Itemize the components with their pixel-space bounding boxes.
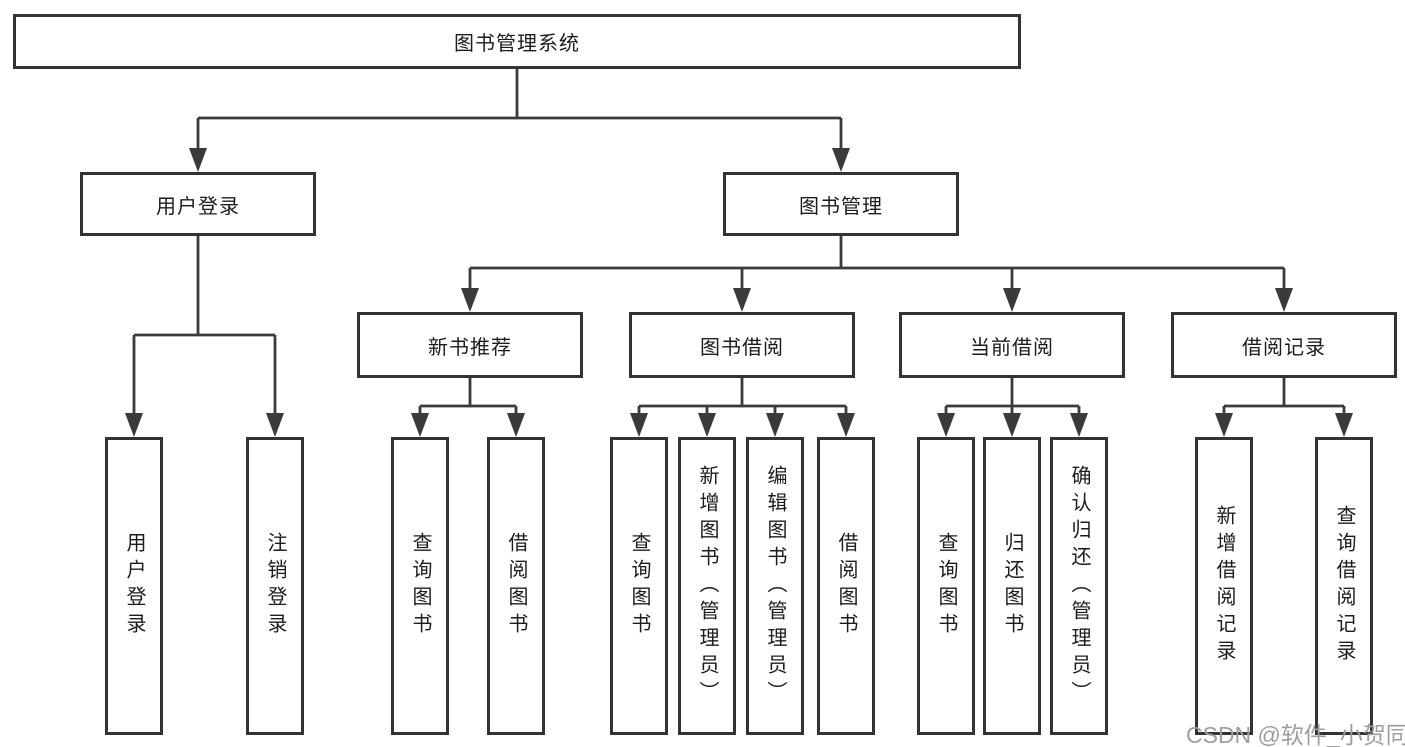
node-book-management: 图书管理 xyxy=(723,172,959,236)
node-new-book-recommend-label: 新书推荐 xyxy=(428,336,512,359)
node-user-login-label: 用户登录 xyxy=(156,195,240,218)
leaf-return-book-label: 归还图书 xyxy=(1001,532,1023,640)
leaf-return-book: 归还图书 xyxy=(983,437,1041,735)
leaf-query-books-2: 查询图书 xyxy=(610,437,668,735)
node-book-borrow-label: 图书借阅 xyxy=(700,336,784,359)
leaf-user-login-label: 用户登录 xyxy=(123,532,145,640)
csdn-watermark: CSDN @软件_小贺同学 xyxy=(1186,722,1405,747)
leaf-confirm-return-admin: 确认归还（管理员） xyxy=(1050,437,1108,735)
node-borrow-records-label: 借阅记录 xyxy=(1242,336,1326,359)
leaf-borrow-books-1-label: 借阅图书 xyxy=(505,532,527,640)
node-book-management-label: 图书管理 xyxy=(799,195,883,218)
leaf-logout: 注销登录 xyxy=(246,437,304,735)
leaf-add-book-admin-label: 新增图书（管理员） xyxy=(696,464,718,708)
leaf-query-books-3: 查询图书 xyxy=(917,437,975,735)
node-user-login: 用户登录 xyxy=(80,172,316,236)
node-library-system-label: 图书管理系统 xyxy=(454,33,580,55)
leaf-borrow-books-1: 借阅图书 xyxy=(487,437,545,735)
leaf-logout-label: 注销登录 xyxy=(264,532,286,640)
leaf-edit-book-admin: 编辑图书（管理员） xyxy=(746,437,804,735)
leaf-query-books-1: 查询图书 xyxy=(391,437,449,735)
leaf-query-books-1-label: 查询图书 xyxy=(409,532,431,640)
leaf-query-books-2-label: 查询图书 xyxy=(628,532,650,640)
leaf-query-borrow-record: 查询借阅记录 xyxy=(1315,437,1373,735)
leaf-edit-book-admin-label: 编辑图书（管理员） xyxy=(764,464,786,708)
leaf-user-login: 用户登录 xyxy=(105,437,163,735)
leaf-borrow-books-2-label: 借阅图书 xyxy=(835,532,857,640)
leaf-query-books-3-label: 查询图书 xyxy=(935,532,957,640)
node-borrow-records: 借阅记录 xyxy=(1171,312,1397,378)
node-new-book-recommend: 新书推荐 xyxy=(357,312,583,378)
leaf-add-borrow-record-label: 新增借阅记录 xyxy=(1213,505,1235,667)
node-library-system: 图书管理系统 xyxy=(13,14,1021,69)
leaf-add-borrow-record: 新增借阅记录 xyxy=(1195,437,1253,735)
leaf-borrow-books-2: 借阅图书 xyxy=(817,437,875,735)
node-current-borrow-label: 当前借阅 xyxy=(970,336,1054,359)
node-book-borrow: 图书借阅 xyxy=(629,312,855,378)
leaf-confirm-return-admin-label: 确认归还（管理员） xyxy=(1068,464,1090,708)
leaf-query-borrow-record-label: 查询借阅记录 xyxy=(1333,505,1355,667)
leaf-add-book-admin: 新增图书（管理员） xyxy=(678,437,736,735)
node-current-borrow: 当前借阅 xyxy=(899,312,1125,378)
